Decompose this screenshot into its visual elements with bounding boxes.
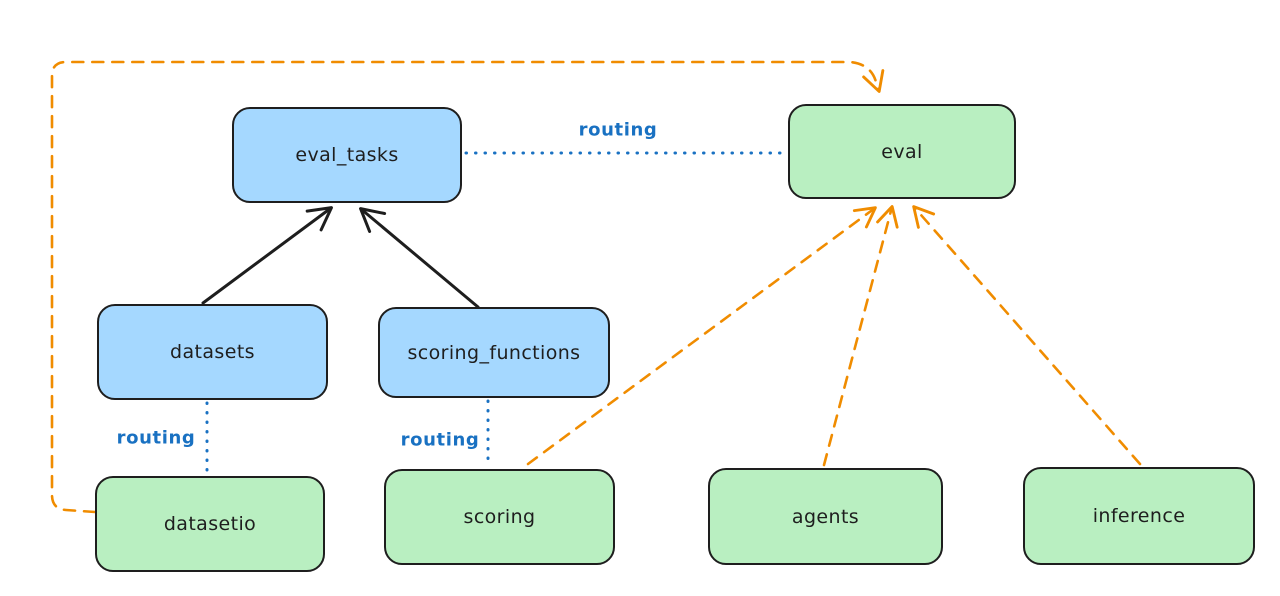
node-inference-label: inference [1092, 505, 1186, 527]
routing-label-eval-tasks-eval: routing [578, 119, 658, 141]
node-eval-label: eval [881, 140, 923, 163]
node-datasetio-label: datasetio [163, 513, 257, 535]
routing-label-datasets-datasetio: routing [116, 427, 196, 449]
edge-scoring-functions-to-eval-tasks [359, 207, 480, 309]
node-datasetio: datasetio [95, 476, 325, 572]
node-eval: eval [788, 104, 1016, 199]
node-eval-tasks-label: eval_tasks [295, 144, 399, 166]
node-datasets: datasets [97, 304, 328, 400]
node-eval-tasks: eval_tasks [232, 107, 462, 203]
edge-agents-to-eval [822, 205, 899, 467]
node-datasets-label: datasets [170, 341, 255, 363]
edge-inference-to-eval [912, 205, 1142, 466]
node-scoring-functions: scoring_functions [378, 307, 610, 398]
node-agents: agents [708, 468, 943, 565]
node-inference: inference [1023, 467, 1255, 565]
edge-datasets-to-eval-tasks [201, 206, 333, 305]
node-scoring: scoring [384, 469, 615, 565]
routing-label-scoring-functions-scoring: routing [400, 429, 480, 451]
node-agents-label: agents [791, 505, 860, 528]
node-scoring-label: scoring [463, 506, 536, 528]
node-scoring-functions-label: scoring_functions [407, 341, 581, 364]
